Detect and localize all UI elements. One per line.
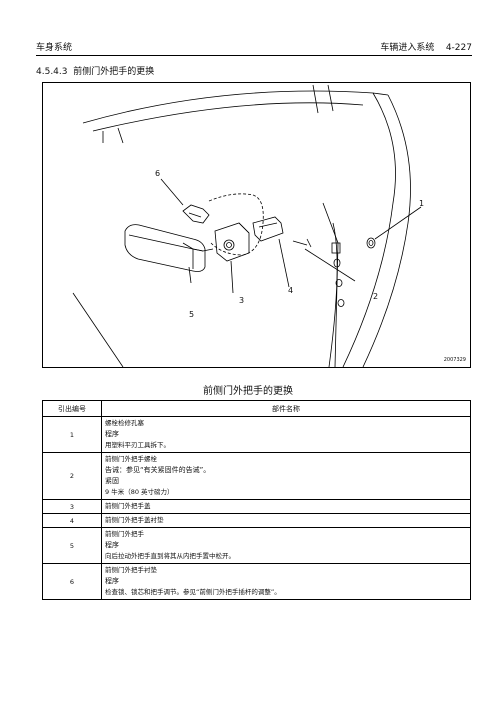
part-name: 前侧门外把手衬垫 <box>105 566 157 574</box>
callout-3: 3 <box>239 296 245 305</box>
callout-5: 5 <box>189 310 195 319</box>
table-row: 4 前侧门外把手盖衬垫 <box>42 513 471 528</box>
callout-number: 3 <box>42 499 102 514</box>
procedure-label: 程序 <box>105 541 119 549</box>
part-description: 前侧门外把手盖 <box>101 499 471 514</box>
part-description: 前侧门外把手螺栓 告诫：参见“有关紧固件的告诫”。 紧固 9 牛米（80 英寸磅… <box>101 452 471 500</box>
callout-number: 1 <box>42 416 102 453</box>
header-rule <box>36 55 472 56</box>
callout-number: 6 <box>42 563 102 600</box>
tighten-label: 紧固 <box>105 477 119 485</box>
part-description: 前侧门外把手 程序 向后拉动外把手直到将其从内把手置中松开。 <box>101 527 471 564</box>
callout-number: 4 <box>42 513 102 528</box>
part-name: 前侧门外把手盖衬垫 <box>105 516 164 524</box>
part-name: 前侧门外把手盖 <box>105 502 151 510</box>
exploded-view-figure: 6 5 3 4 2 1 2007329 <box>42 82 471 368</box>
procedure-label: 程序 <box>105 430 119 438</box>
figure-code: 2007329 <box>443 357 466 363</box>
caution-text: 告诫：参见“有关紧固件的告诫”。 <box>105 466 211 474</box>
callout-1: 1 <box>419 199 425 208</box>
part-name: 前侧门外把手螺栓 <box>105 455 157 463</box>
table-row: 5 前侧门外把手 程序 向后拉动外把手直到将其从内把手置中松开。 <box>42 527 471 564</box>
running-header-left: 车身系统 <box>36 43 73 53</box>
part-description: 前侧门外把手衬垫 程序 检查锁、锁芯和把手调节。参见“前侧门外把手插杆的调整”。 <box>101 563 471 600</box>
table-row: 3 前侧门外把手盖 <box>42 499 471 514</box>
table-header-row: 引出编号 部件名称 <box>42 400 471 417</box>
procedure-text: 用塑料平刃工具拆下。 <box>105 441 170 449</box>
procedure-text: 检查锁、锁芯和把手调节。参见“前侧门外把手插杆的调整”。 <box>105 588 281 596</box>
part-name: 螺栓检修孔塞 <box>105 419 144 427</box>
col-header-callout: 引出编号 <box>42 400 102 417</box>
section-title: 4.5.4.3 前侧门外把手的更换 <box>36 67 155 77</box>
part-description: 螺栓检修孔塞 程序 用塑料平刃工具拆下。 <box>101 416 471 453</box>
callout-2: 2 <box>373 292 379 301</box>
procedure-label: 程序 <box>105 577 119 585</box>
part-name: 前侧门外把手 <box>105 530 144 538</box>
door-handle-illustration <box>72 84 422 367</box>
table-row: 2 前侧门外把手螺栓 告诫：参见“有关紧固件的告诫”。 紧固 9 牛米（80 英… <box>42 452 471 500</box>
table-row: 1 螺栓检修孔塞 程序 用塑料平刃工具拆下。 <box>42 416 471 453</box>
callout-number: 5 <box>42 527 102 564</box>
table-row: 6 前侧门外把手衬垫 程序 检查锁、锁芯和把手调节。参见“前侧门外把手插杆的调整… <box>42 563 471 600</box>
table-title: 前侧门外把手的更换 <box>203 386 293 397</box>
part-description: 前侧门外把手盖衬垫 <box>101 513 471 528</box>
procedure-text: 向后拉动外把手直到将其从内把手置中松开。 <box>105 552 235 560</box>
callout-number: 2 <box>42 452 102 500</box>
col-header-part-name: 部件名称 <box>101 400 471 417</box>
parts-table: 引出编号 部件名称 1 螺栓检修孔塞 程序 用塑料平刃工具拆下。 2 前侧门外把… <box>42 400 471 600</box>
callout-4: 4 <box>288 286 294 295</box>
callout-6: 6 <box>155 169 161 178</box>
torque-spec: 9 牛米（80 英寸磅力） <box>105 488 174 496</box>
running-header-right: 车辆进入系统 4-227 <box>380 43 472 53</box>
